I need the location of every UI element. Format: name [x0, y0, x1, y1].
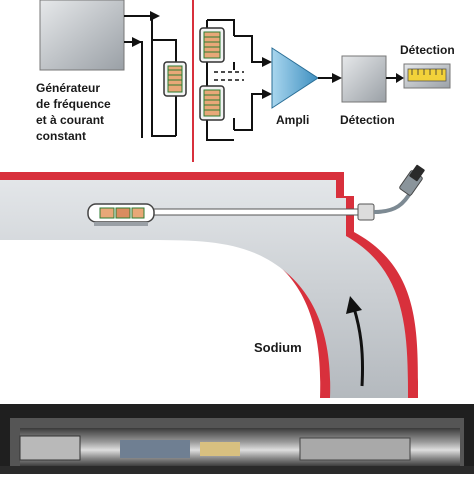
receiver-coil-bottom: [199, 85, 225, 121]
probe-gland: [357, 203, 375, 221]
arrow-head: [262, 89, 272, 99]
arrow-head: [332, 73, 342, 83]
probe-rod: [149, 208, 361, 216]
wire-generator-top: [124, 15, 176, 137]
arrow-head: [150, 11, 160, 21]
flow-arrow: [352, 307, 364, 387]
sodium-channel: [0, 180, 408, 398]
flow-arrow-head: [346, 296, 362, 314]
arrow-head: [132, 37, 142, 47]
arrow-head: [396, 73, 404, 83]
generator-label-line1: Générateur: [36, 81, 100, 95]
wire-coil-left: [152, 39, 177, 136]
detection-box-label: Détection: [340, 113, 395, 127]
sodium-label: Sodium: [254, 340, 302, 355]
detection-box: [341, 55, 387, 103]
generator-label-line2: de fréquence: [36, 97, 111, 111]
amplifier-triangle: [271, 47, 319, 109]
receiver-coil-top: [199, 27, 225, 63]
probe-photo: [0, 404, 474, 474]
ground-symbol: [214, 71, 244, 81]
ampli-label: Ampli: [276, 113, 309, 127]
generator-label-line4: constant: [36, 129, 86, 143]
excitation-coil: [163, 61, 187, 97]
generator-label-line3: et à courant: [36, 113, 104, 127]
wire-generator-mid: [124, 41, 143, 138]
wire-to-ampli-top: [234, 35, 270, 63]
cable-connector: [399, 164, 425, 196]
wire-receiver: [206, 19, 235, 141]
generator-box: [39, 0, 125, 71]
wire-to-ampli-bottom: [234, 93, 270, 131]
arrow-head: [262, 57, 272, 67]
probe-head: [87, 203, 155, 226]
detection-meter-label: Détection: [400, 43, 455, 57]
detection-meter: [403, 63, 451, 89]
